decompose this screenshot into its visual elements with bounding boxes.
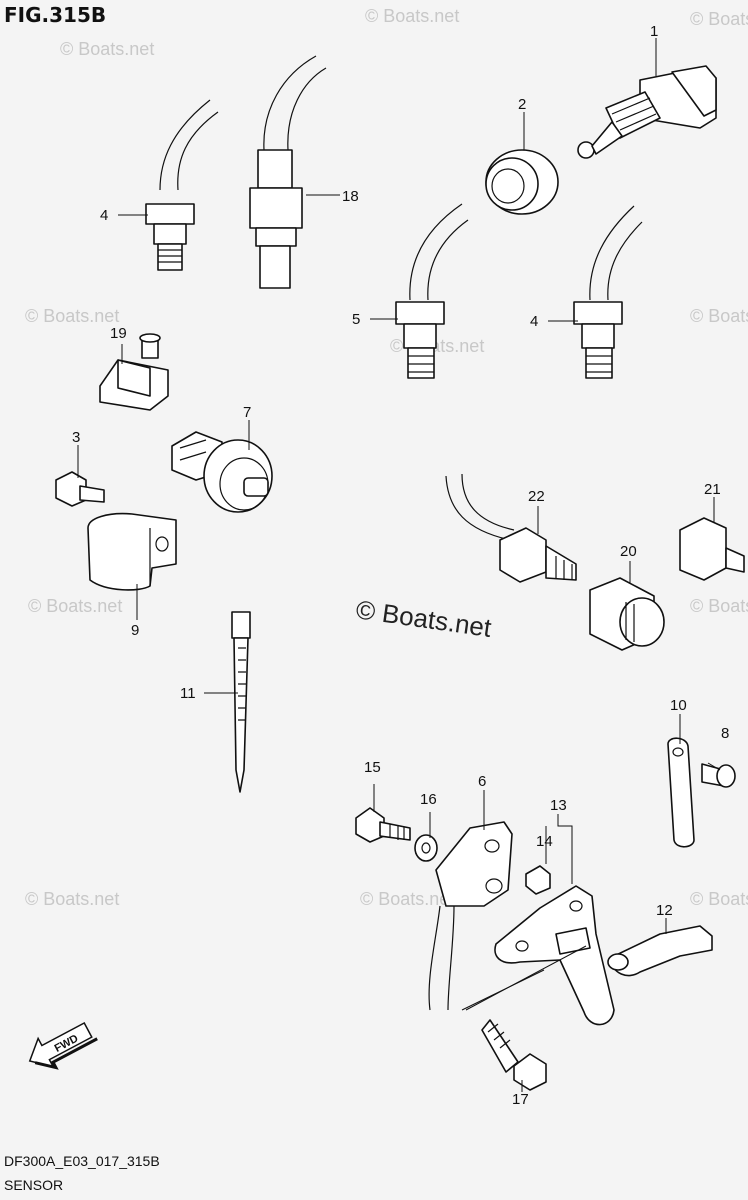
callout-18: 18	[342, 188, 359, 205]
callouts: 1 2 3 4 4 5 6 7 8 9 10 11 12 13 14 15 16…	[72, 23, 729, 1108]
callout-20: 20	[620, 543, 637, 560]
callout-19: 19	[110, 325, 127, 342]
part-8-screw[interactable]	[701, 763, 736, 788]
callout-16: 16	[420, 791, 437, 808]
watermark-top-right: © Boats.net	[690, 9, 748, 29]
part-1-sensor[interactable]	[577, 65, 717, 159]
watermark-bottom-mid: © Boats.net	[360, 889, 454, 909]
part-5-sensor[interactable]	[395, 203, 469, 379]
callout-3: 3	[72, 429, 80, 446]
callout-21: 21	[704, 481, 721, 498]
callout-12: 12	[656, 902, 673, 919]
callout-4-right: 4	[530, 313, 538, 330]
part-4-sensor-right[interactable]	[573, 205, 643, 379]
callout-13: 13	[550, 797, 567, 814]
callout-2: 2	[518, 96, 526, 113]
part-4-sensor-left[interactable]	[145, 99, 219, 271]
callout-17: 17	[512, 1091, 529, 1108]
callout-14: 14	[536, 833, 553, 850]
figure-code: DF300A_E03_017_315B	[4, 1153, 160, 1169]
part-10-bracket[interactable]	[667, 737, 695, 848]
part-14-nut[interactable]	[525, 865, 551, 895]
watermark-center: © Boats.net	[354, 594, 494, 643]
figure-title: FIG.315B	[4, 3, 106, 27]
watermark-bottom-right: © Boats.net	[690, 889, 748, 909]
part-21-fitting[interactable]	[679, 517, 745, 581]
part-17-bolt[interactable]	[481, 1019, 547, 1091]
part-13-lever[interactable]	[494, 885, 615, 1026]
part-3-bolt[interactable]	[55, 471, 105, 507]
callout-22: 22	[528, 488, 545, 505]
watermark-mid-left: © Boats.net	[25, 306, 119, 326]
part-18-sensor[interactable]	[249, 55, 327, 289]
callout-5: 5	[352, 311, 360, 328]
callout-11: 11	[180, 685, 196, 702]
callout-1: 1	[650, 23, 658, 40]
watermark-mid-right: © Boats.net	[690, 306, 748, 326]
part-19-clip[interactable]	[99, 333, 169, 411]
callout-10: 10	[670, 697, 687, 714]
watermark-lower-right: © Boats.net	[690, 596, 748, 616]
callout-6: 6	[478, 773, 486, 790]
part-20-fitting[interactable]	[589, 577, 665, 651]
callout-9: 9	[131, 622, 139, 639]
part-22-sensor[interactable]	[445, 473, 577, 583]
callout-4-left: 4	[100, 207, 108, 224]
part-12-link[interactable]	[607, 925, 713, 977]
watermark-top-left: © Boats.net	[60, 39, 154, 59]
watermark-lower-left: © Boats.net	[28, 596, 122, 616]
callout-15: 15	[364, 759, 381, 776]
part-11-cable-tie[interactable]	[231, 611, 251, 793]
part-2-grommet[interactable]	[485, 149, 559, 215]
watermark-bottom-left: © Boats.net	[25, 889, 119, 909]
part-9-clamp[interactable]	[87, 512, 177, 591]
callout-8: 8	[721, 725, 729, 742]
part-7-pressure-sensor[interactable]	[171, 431, 273, 513]
callout-7: 7	[243, 404, 251, 421]
part-6-sensor[interactable]	[428, 821, 513, 1011]
part-15-bolt[interactable]	[355, 807, 411, 843]
part-16-washer[interactable]	[414, 834, 438, 862]
section-name: SENSOR	[4, 1177, 63, 1193]
watermark-top: © Boats.net	[365, 6, 459, 26]
watermarks: © Boats.net © Boats.net © Boats.net © Bo…	[25, 6, 748, 909]
fwd-arrow: FWD	[28, 1021, 98, 1070]
leader-lines	[77, 38, 721, 1092]
